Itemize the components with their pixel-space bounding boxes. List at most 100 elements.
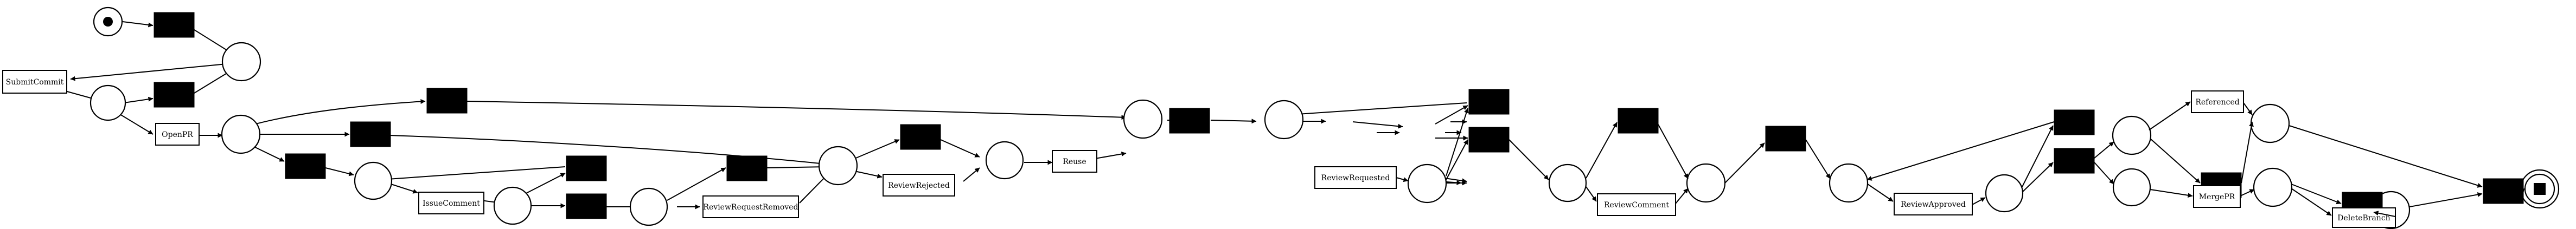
arc [1867, 184, 1894, 202]
place [221, 42, 261, 82]
transition-submit-commit: SubmitCommit [2, 70, 67, 94]
arc [2150, 189, 2193, 198]
arc [2149, 101, 2191, 130]
place [629, 187, 668, 226]
arc [940, 139, 980, 158]
transition-merge-pr: MergePR [2193, 185, 2241, 208]
transition-label: Reuse [1063, 158, 1086, 166]
silent-transition [285, 153, 326, 179]
arc [1867, 121, 2055, 181]
place [1264, 100, 1304, 140]
arc [2519, 188, 2525, 193]
arc [1724, 142, 1765, 184]
arc [249, 99, 426, 126]
place [1829, 163, 1869, 203]
arc [849, 139, 900, 161]
arc [523, 173, 566, 195]
place [1686, 163, 1726, 203]
arc [2094, 162, 2114, 185]
place [354, 161, 393, 200]
transition-label: Referenced [2195, 98, 2239, 107]
transition-review-approved: ReviewApproved [1894, 193, 1973, 215]
arc [122, 21, 154, 28]
place [985, 141, 1024, 180]
silent-transition [426, 88, 468, 114]
arc [1446, 108, 1469, 176]
silent-transition [1468, 89, 1510, 115]
final-ring-icon [2524, 173, 2555, 205]
place [1407, 163, 1447, 204]
transition-label: OpenPR [162, 130, 193, 139]
arc [2289, 125, 2483, 188]
silent-transition [900, 124, 941, 150]
silent-transition [2483, 178, 2524, 204]
place [2250, 103, 2290, 143]
arc [1288, 102, 1467, 117]
silent-transition [2054, 148, 2095, 174]
arc [2022, 162, 2054, 193]
arc [1435, 105, 1468, 125]
arc [1396, 177, 1409, 182]
transition-issue-comment: IssueComment [418, 192, 484, 214]
transition-review-rejected: ReviewRejected [883, 174, 955, 197]
transition-label: MergePR [2199, 193, 2235, 201]
transition-review-requested: ReviewRequested [1314, 166, 1397, 189]
transition-label: IssueComment [423, 199, 480, 208]
silent-transition [566, 193, 607, 219]
arc [1675, 188, 1689, 204]
transition-review-comment: ReviewComment [1597, 193, 1676, 216]
place [2112, 115, 2152, 155]
arc [2241, 121, 2254, 184]
arc [1586, 186, 1597, 202]
arc [963, 167, 980, 182]
silent-transitions [154, 12, 2524, 219]
transition-review-request-removed: ReviewRequestRemoved [702, 195, 799, 218]
place [1548, 163, 1587, 202]
arc [2243, 102, 2253, 115]
place [493, 186, 532, 225]
place [818, 146, 858, 186]
stop-square-icon [2534, 183, 2546, 195]
silent-transition [350, 121, 391, 147]
arc [117, 112, 154, 135]
silent-transition [154, 82, 195, 108]
places [90, 6, 2560, 229]
silent-transition [566, 155, 607, 181]
place [2253, 167, 2293, 207]
arcs-right [1396, 101, 2525, 217]
arc [1446, 139, 1468, 180]
token-icon [103, 17, 113, 27]
silent-transition [2054, 109, 2095, 135]
arc [2291, 188, 2332, 216]
place [1123, 99, 1163, 139]
transition-label: SubmitCommit [6, 78, 64, 87]
transition-label: ReviewRequestRemoved [703, 203, 798, 212]
arc [325, 167, 354, 176]
arc [2240, 189, 2255, 197]
arc [2409, 192, 2483, 207]
silent-transition [154, 12, 195, 38]
arc [123, 96, 154, 103]
place [2112, 168, 2151, 207]
arc [1210, 119, 1257, 124]
transition-label: ReviewRejected [888, 181, 950, 190]
arc [2094, 141, 2114, 159]
arc [389, 135, 826, 166]
arc [2373, 211, 2396, 217]
silent-transition [726, 155, 768, 181]
arc [2150, 138, 2201, 184]
arcs [65, 21, 1468, 210]
transition-label: DeleteBranch [2337, 214, 2390, 223]
arc [1658, 124, 1689, 179]
arc [2022, 125, 2054, 187]
silent-transition [1618, 108, 1659, 134]
place [1985, 174, 2024, 213]
transition-referenced: Referenced [2191, 90, 2244, 113]
transition-label: ReviewApproved [1901, 200, 1966, 209]
arc [2373, 202, 2383, 208]
arc [667, 167, 726, 201]
arc [466, 101, 1127, 120]
arc [766, 164, 827, 169]
arc [2291, 184, 2342, 205]
